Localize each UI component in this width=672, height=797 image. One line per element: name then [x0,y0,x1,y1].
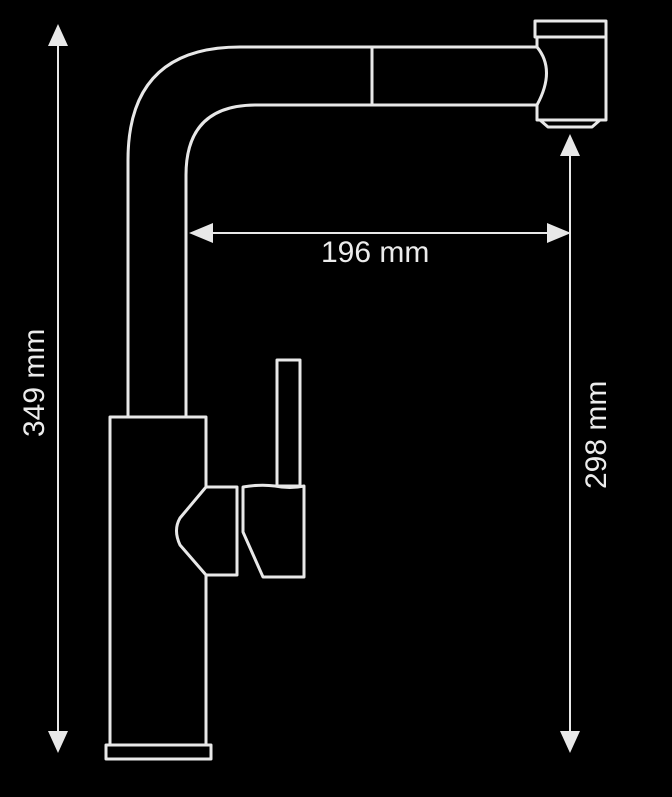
arrow-down-icon [48,731,68,753]
arrow-up-icon [560,134,580,156]
handle-hub [175,485,239,577]
handle-lever-base [241,483,306,579]
spout-height-dimension [560,134,580,753]
handle-lever-stick [275,358,302,488]
faucet-body [108,415,208,747]
arrow-right-icon [547,223,571,243]
arrow-left-icon [189,223,213,243]
spout-reach-dimension [189,223,571,243]
total-height-dimension [48,24,68,753]
spout-head-body [535,35,608,122]
arrow-up-icon [48,24,68,46]
spout-head-cap [533,19,608,39]
spout-reach-label: 196 mm [321,236,430,269]
spout-height-label: 298 mm [580,380,613,489]
spout-nozzle [539,118,601,129]
faucet-base [104,743,213,761]
total-height-label: 349 mm [18,328,51,437]
spout-outer-edge [126,45,537,417]
spout-inner-edge [184,103,537,417]
arrow-down-icon [560,731,580,753]
